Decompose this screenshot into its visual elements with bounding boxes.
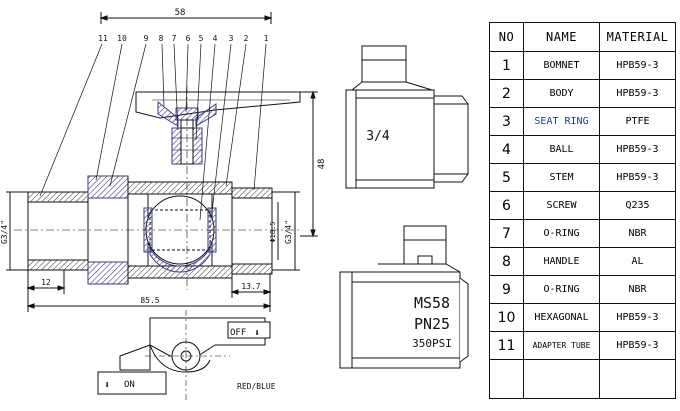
row-name: BODY (523, 79, 600, 108)
row-name: SCREW (523, 191, 600, 220)
row-no: 3 (489, 107, 524, 136)
row-no: 11 (489, 331, 524, 360)
table-row-blank (489, 359, 676, 399)
callout-1: 1 (264, 34, 269, 43)
dim-height: 48 (317, 159, 327, 170)
front-view (339, 225, 469, 369)
dim-right-offset: 13.7 (241, 282, 260, 291)
callout-4: 4 (213, 34, 218, 43)
row-material: HPB59-3 (599, 135, 676, 164)
on-label: ON (124, 380, 135, 390)
row-no: 5 (489, 163, 524, 192)
marking-line3: 350PSI (412, 337, 452, 350)
row-material: NBR (599, 275, 676, 304)
row-no: 7 (489, 219, 524, 248)
row-no: 4 (489, 135, 524, 164)
row-material: HPB59-3 (599, 79, 676, 108)
dim-overall-top: 58 (175, 8, 186, 18)
row-no: 9 (489, 275, 524, 304)
row-material: HPB59-3 (599, 51, 676, 80)
section-view (6, 12, 318, 312)
row-no: 10 (489, 303, 524, 332)
handle-view (97, 310, 271, 400)
row-material: NBR (599, 219, 676, 248)
row-material: HPB59-3 (599, 163, 676, 192)
row-name: HANDLE (523, 247, 600, 276)
side-view-size-label: 3/4 (366, 129, 390, 144)
row-no: 2 (489, 79, 524, 108)
off-arrow-icon: ⬇ (254, 328, 260, 339)
callout-9: 9 (144, 34, 149, 43)
part-callouts: 11 10 9 8 7 6 5 4 3 2 1 (98, 34, 268, 43)
color-note: RED/BLUE (237, 382, 276, 391)
header-no: NO (489, 22, 524, 52)
row-no: 6 (489, 191, 524, 220)
blank-cell (523, 359, 600, 399)
blank-cell (599, 359, 676, 399)
off-label: OFF (230, 328, 246, 338)
marking-line1: MS58 (414, 294, 450, 312)
dim-bore: Φ18.5 (269, 221, 277, 242)
row-name: O-RING (523, 275, 600, 304)
row-name: SEAT RING (523, 107, 600, 136)
row-name: HEXAGONAL (523, 303, 600, 332)
row-name: STEM (523, 163, 600, 192)
callout-5: 5 (199, 34, 204, 43)
table-header-row: NO NAME MATERIAL (489, 22, 676, 52)
row-material: PTFE (599, 107, 676, 136)
callout-11: 11 (98, 34, 108, 43)
callout-8: 8 (159, 34, 164, 43)
row-name: O-RING (523, 219, 600, 248)
callout-7: 7 (172, 34, 177, 43)
callout-6: 6 (186, 34, 191, 43)
row-name: BOMNET (523, 51, 600, 80)
row-material: HPB59-3 (599, 303, 676, 332)
callout-10: 10 (117, 34, 127, 43)
row-no: 8 (489, 247, 524, 276)
dim-port-right: G3/4" (284, 220, 293, 244)
row-material: HPB59-3 (599, 331, 676, 360)
dim-port-left: G3/4" (0, 220, 9, 244)
side-view (345, 45, 469, 189)
row-material: AL (599, 247, 676, 276)
callout-3: 3 (229, 34, 234, 43)
dim-overall-bottom: 85.5 (140, 296, 159, 305)
callout-2: 2 (244, 34, 249, 43)
row-no: 1 (489, 51, 524, 80)
row-name: BALL (523, 135, 600, 164)
dim-left-offset: 12 (41, 278, 51, 287)
blank-cell (489, 359, 524, 399)
header-name: NAME (523, 22, 600, 52)
header-material: MATERIAL (599, 22, 676, 52)
row-name: ADAPTER TUBE (523, 331, 600, 360)
on-arrow-icon: ⬇ (104, 380, 110, 391)
marking-line2: PN25 (414, 315, 450, 333)
row-material: Q235 (599, 191, 676, 220)
